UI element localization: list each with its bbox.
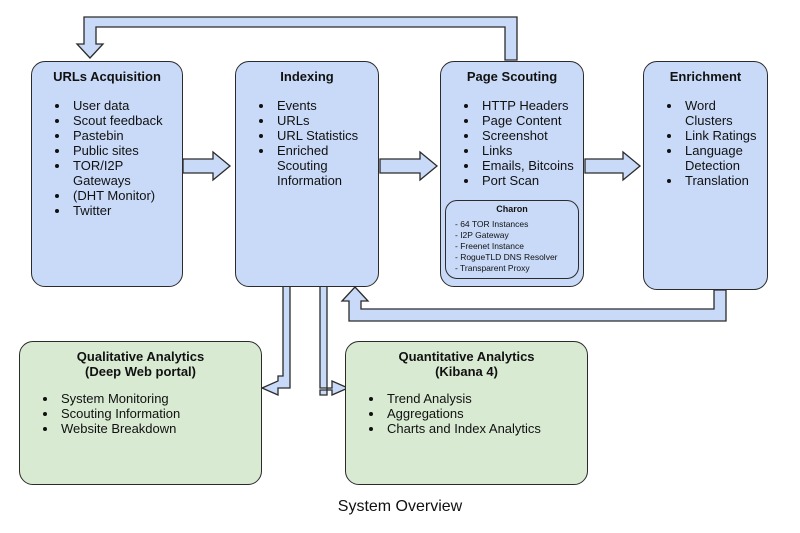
list-item: Aggregations [384, 406, 587, 421]
charon-title: Charon [496, 204, 528, 214]
list-item: Link Ratings [682, 128, 767, 143]
list-item: Scouting Information [58, 406, 261, 421]
indexing-list: Events URLs URL Statistics Enriched Scou… [236, 98, 378, 188]
list-item: Language Detection [682, 143, 755, 173]
list-item: System Monitoring [58, 391, 261, 406]
qualitative-analytics-list: System Monitoring Scouting Information W… [20, 391, 261, 436]
list-item: Page Content [479, 113, 583, 128]
urls-acquisition-box: URLs Acquisition User data Scout feedbac… [31, 61, 183, 287]
arrow-feedback-to-acquisition [75, 16, 518, 61]
list-item: Scout feedback [70, 113, 182, 128]
enrichment-box: Enrichment Word Clusters Link Ratings La… [643, 61, 768, 290]
arrow-indexing-to-quantitative [319, 285, 350, 396]
qualitative-analytics-title: Qualitative Analytics (Deep Web portal) [20, 349, 261, 379]
qualitative-analytics-box: Qualitative Analytics (Deep Web portal) … [19, 341, 262, 485]
title-line: (Kibana 4) [435, 364, 498, 379]
list-item: Translation [682, 173, 767, 188]
arrow-acquisition-to-indexing [182, 150, 232, 182]
page-scouting-title: Page Scouting [466, 69, 558, 84]
list-item: Word Clusters [682, 98, 767, 128]
list-item: Enriched Scouting Information [274, 143, 352, 188]
list-item: Port Scan [479, 173, 583, 188]
list-item: (DHT Monitor) [70, 188, 182, 203]
list-item: - 64 TOR Instances [455, 219, 529, 229]
list-item: Events [274, 98, 378, 113]
figure-caption: System Overview [337, 498, 463, 515]
indexing-box: Indexing Events URLs URL Statistics Enri… [235, 61, 379, 287]
list-item: - RogueTLD DNS Resolver [455, 252, 558, 262]
list-item: Screenshot [479, 128, 583, 143]
charon-list: - 64 TOR Instances - I2P Gateway - Freen… [455, 219, 578, 274]
list-item: - Transparent Proxy [455, 263, 530, 273]
list-item: HTTP Headers [479, 98, 583, 113]
list-item: Twitter [70, 203, 182, 218]
page-scouting-list: HTTP Headers Page Content Screenshot Lin… [441, 98, 583, 188]
urls-acquisition-title: URLs Acquisition [53, 69, 161, 84]
urls-acquisition-list: User data Scout feedback Pastebin Public… [32, 98, 182, 218]
title-line: Quantitative Analytics [398, 349, 535, 364]
list-item: Charts and Index Analytics [384, 421, 587, 436]
list-item: Trend Analysis [384, 391, 587, 406]
quantitative-analytics-title: Quantitative Analytics (Kibana 4) [346, 349, 587, 379]
list-item: TOR/I2P Gateways [70, 158, 153, 188]
charon-box: Charon - 64 TOR Instances - I2P Gateway … [445, 200, 579, 279]
quantitative-analytics-box: Quantitative Analytics (Kibana 4) Trend … [345, 341, 588, 485]
arrow-scouting-to-enrichment [584, 150, 642, 182]
arrow-enrichment-to-indexing [340, 286, 727, 322]
indexing-title: Indexing [280, 69, 334, 84]
title-line: (Deep Web portal) [85, 364, 196, 379]
enrichment-title: Enrichment [669, 69, 742, 84]
list-item: URL Statistics [274, 128, 378, 143]
title-line: Qualitative Analytics [76, 349, 205, 364]
arrow-indexing-to-scouting [379, 150, 439, 182]
list-item: Emails, Bitcoins [479, 158, 583, 173]
list-item: - Freenet Instance [455, 241, 524, 251]
list-item: Links [479, 143, 583, 158]
arrow-indexing-to-qualitative [260, 285, 291, 396]
list-item: User data [70, 98, 182, 113]
quantitative-analytics-list: Trend Analysis Aggregations Charts and I… [346, 391, 587, 436]
list-item: Public sites [70, 143, 182, 158]
list-item: URLs [274, 113, 378, 128]
enrichment-list: Word Clusters Link Ratings Language Dete… [644, 98, 767, 188]
list-item: Website Breakdown [58, 421, 261, 436]
list-item: Pastebin [70, 128, 182, 143]
list-item: - I2P Gateway [455, 230, 509, 240]
